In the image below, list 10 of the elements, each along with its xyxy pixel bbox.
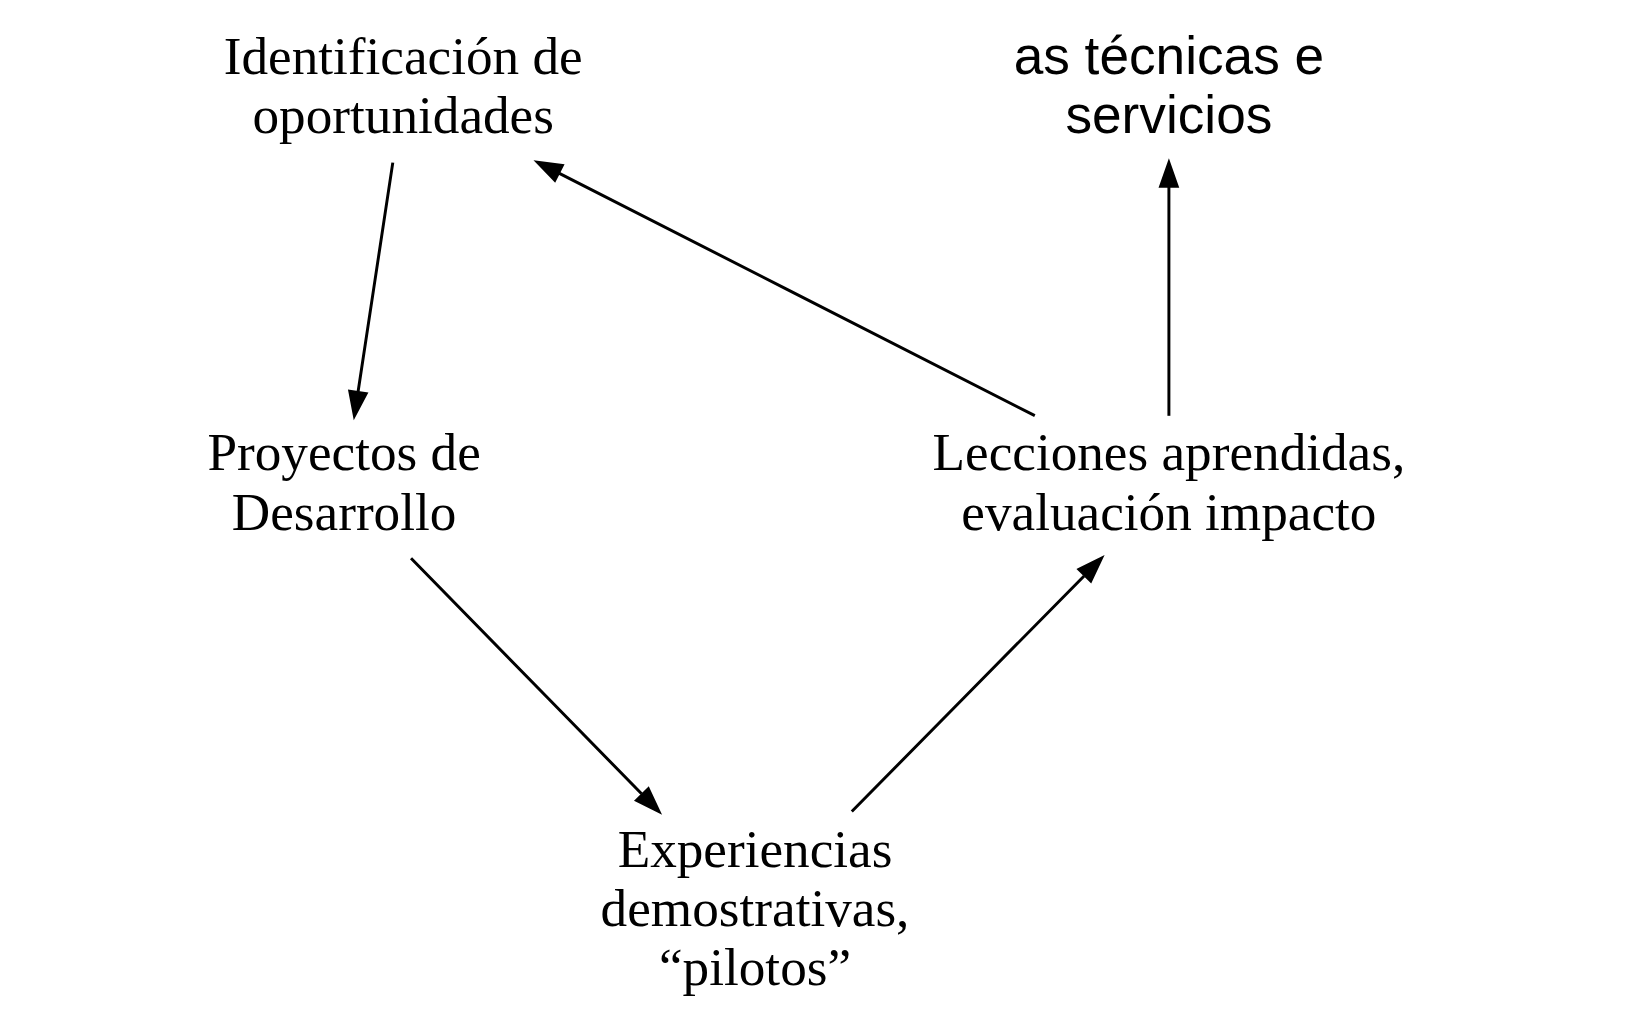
arrow	[410, 557, 663, 815]
node-text: Identificación de oportunidades	[223, 27, 583, 146]
node-text: Proyectos de Desarrollo	[207, 423, 481, 542]
node-text: Lecciones aprendidas, evaluación impacto	[932, 423, 1406, 542]
node-text: as técnicas e servicios	[1013, 26, 1325, 145]
node-text: Experiencias demostrativas, “pilotos”	[600, 819, 910, 997]
arrow	[1158, 158, 1180, 416]
arrow	[533, 160, 1036, 417]
arrow	[347, 162, 395, 421]
arrow	[850, 555, 1105, 813]
